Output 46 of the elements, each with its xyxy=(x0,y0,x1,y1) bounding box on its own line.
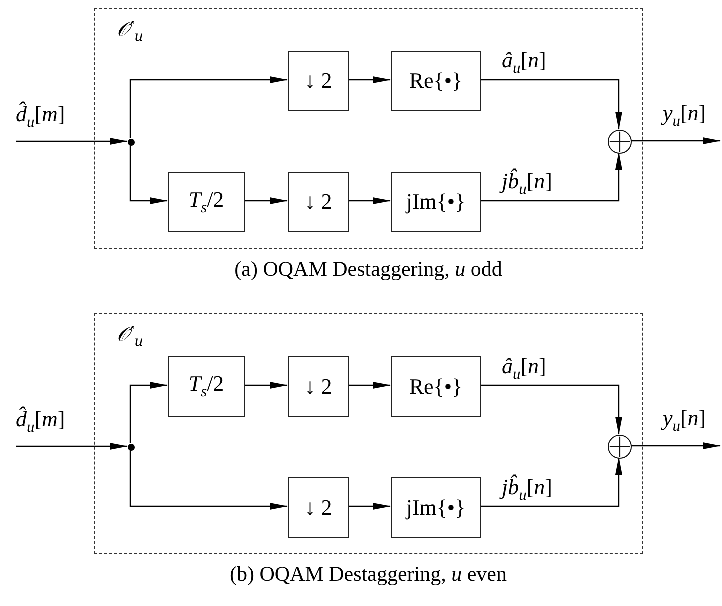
process-block: T$_{s}$/2 xyxy=(168,172,245,232)
signal-label: â$_{u}$[n] xyxy=(502,48,546,78)
arrow xyxy=(480,384,622,435)
signal-label: d̂$_{u}$[m] xyxy=(16,101,66,132)
arrow xyxy=(130,450,288,510)
signal-label: y$_{u}$[n] xyxy=(663,406,706,436)
process-block: jIm{•} xyxy=(391,172,481,232)
junction-dot xyxy=(128,444,135,451)
dashed-group-frame xyxy=(94,313,643,554)
block-name: 𝒪′$_{u}$ xyxy=(117,17,144,45)
dashed-group-frame xyxy=(94,8,643,249)
arrow xyxy=(130,76,288,138)
arrow xyxy=(631,442,721,450)
signal-label: â$_{u}$[n] xyxy=(502,353,546,384)
arrow xyxy=(348,198,391,204)
process-block: Re{•} xyxy=(391,356,481,417)
junction-dot xyxy=(128,139,135,146)
signal-label: d̂$_{u}$[m] xyxy=(16,406,66,436)
process-block: Re{•} xyxy=(391,51,481,111)
arrow xyxy=(480,457,622,508)
process-block: ↓ 2 xyxy=(288,172,349,232)
arrow xyxy=(480,79,622,130)
caption: (b) OQAM Destaggering, u even xyxy=(230,562,508,587)
signal-label: y$_{u}$[n] xyxy=(663,100,706,131)
process-block: jIm{•} xyxy=(391,477,481,538)
caption: (a) OQAM Destaggering, u odd xyxy=(234,257,502,282)
process-block: ↓ 2 xyxy=(288,477,349,538)
arrow xyxy=(244,198,288,204)
signal-label: jb̂$_{u}$[n] xyxy=(502,168,552,199)
arrow xyxy=(631,138,721,144)
block-name: 𝒪′$_{u}$ xyxy=(117,322,144,350)
signal-label: jb̂$_{u}$[n] xyxy=(502,474,552,504)
arrow xyxy=(130,382,168,443)
process-block: ↓ 2 xyxy=(288,51,349,111)
arrow xyxy=(348,382,391,389)
arrow xyxy=(16,443,128,450)
summation-node xyxy=(608,435,632,459)
arrow xyxy=(130,145,168,204)
summation-node xyxy=(608,130,632,154)
arrow xyxy=(348,76,391,84)
arrow xyxy=(348,503,391,510)
process-block: T$_{s}$/2 xyxy=(168,356,245,417)
arrow xyxy=(16,138,128,145)
arrow xyxy=(480,152,622,202)
arrow xyxy=(244,382,288,389)
process-block: ↓ 2 xyxy=(288,356,349,417)
